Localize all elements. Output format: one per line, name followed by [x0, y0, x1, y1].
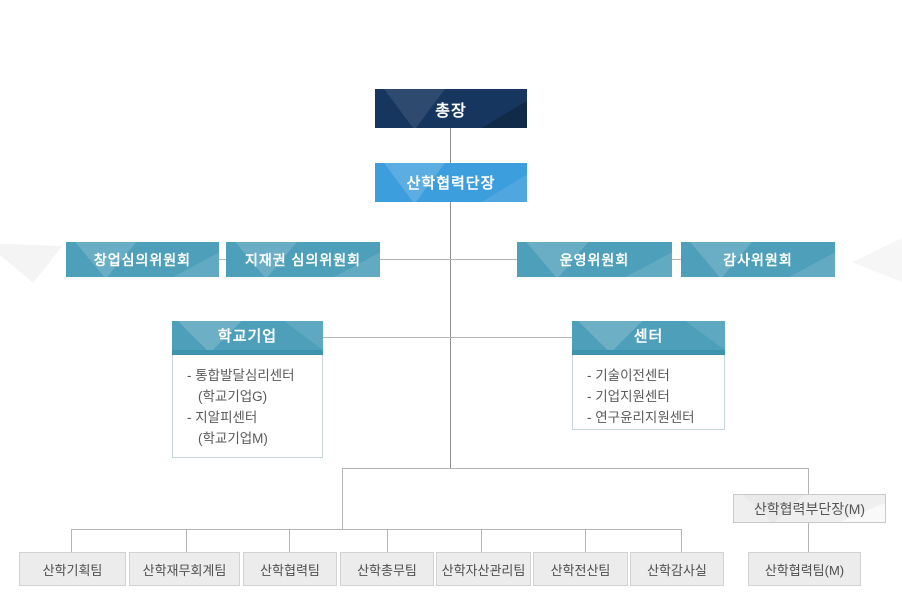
list-item: - 연구윤리지원센터 [587, 410, 695, 425]
committee-label: 운영위원회 [559, 251, 630, 268]
school-enterprise-group: 학교기업 - 통합발달심리센터 (학교기업G) - 지알피센터 (학교기업M) [172, 321, 323, 458]
header-accent-strip [572, 350, 725, 355]
team-box-it: 산학전산팀 [533, 552, 628, 586]
connector-line [808, 468, 809, 494]
connector-line [342, 468, 343, 529]
team-label: 산학총무팀 [357, 562, 417, 578]
vice-team-box: 산학협력팀(M) [748, 552, 861, 586]
school-enterprise-header: 학교기업 [172, 321, 323, 350]
center-list: - 기술이전센터 - 기업지원센터 - 연구윤리지원센터 [572, 355, 725, 430]
team-label: 산학감사실 [647, 562, 707, 578]
team-box-finance: 산학재무회계팀 [129, 552, 240, 586]
committee-label: 창업심의위원회 [93, 251, 192, 268]
chancellor-label: 총장 [435, 102, 467, 120]
team-label: 산학재무회계팀 [142, 562, 227, 578]
list-item: - 지알피센터 [187, 410, 258, 425]
connector-line [323, 337, 572, 338]
chancellor-box: 총장 [375, 89, 527, 128]
connector-line [450, 202, 451, 468]
connector-line [450, 128, 451, 163]
connector-line [481, 529, 482, 552]
list-item: - 기업지원센터 [587, 389, 670, 404]
connector-line [219, 259, 681, 260]
vice-director-box: 산학협력부단장(M) [733, 494, 886, 523]
center-group: 센터 - 기술이전센터 - 기업지원센터 - 연구윤리지원센터 [572, 321, 725, 430]
committee-box-ip: 지재권 심의위원회 [226, 242, 380, 277]
center-header: 센터 [572, 321, 725, 350]
connector-line [585, 529, 586, 552]
committee-label: 지재권 심의위원회 [245, 251, 361, 268]
committee-label: 감사위원회 [723, 251, 793, 268]
team-label: 산학기획팀 [42, 562, 103, 578]
background-triangle-left [0, 243, 62, 283]
connector-line [808, 523, 809, 552]
team-box-general-affairs: 산학총무팀 [340, 552, 434, 586]
team-label: 산학협력팀 [260, 562, 320, 578]
connector-line [186, 529, 187, 552]
connector-line [71, 529, 681, 530]
connector-line [681, 529, 682, 552]
team-label: 산학자산관리팀 [441, 562, 526, 578]
center-title: 센터 [633, 328, 664, 345]
list-item: (학교기업G) [198, 389, 268, 404]
director-box: 산학협력단장 [375, 163, 527, 202]
director-label: 산학협력단장 [406, 175, 496, 192]
header-accent-strip [172, 350, 323, 355]
connector-line [289, 529, 290, 552]
team-box-audit-office: 산학감사실 [630, 552, 724, 586]
vice-team-label: 산학협력팀(M) [764, 562, 845, 578]
committee-box-audit: 감사위원회 [681, 242, 835, 277]
team-box-asset-management: 산학자산관리팀 [436, 552, 531, 586]
school-enterprise-title: 학교기업 [217, 328, 278, 345]
vice-director-label: 산학협력부단장(M) [753, 500, 866, 517]
committee-box-startup: 창업심의위원회 [66, 242, 219, 277]
school-enterprise-list: - 통합발달심리센터 (학교기업G) - 지알피센터 (학교기업M) [172, 355, 323, 458]
connector-line [387, 529, 388, 552]
list-item: - 통합발달심리센터 [187, 368, 295, 383]
committee-box-steering: 운영위원회 [517, 242, 672, 277]
team-box-planning: 산학기획팀 [19, 552, 126, 586]
background-triangle-right [852, 238, 902, 282]
team-label: 산학전산팀 [550, 562, 611, 578]
list-item: (학교기업M) [198, 431, 268, 446]
team-box-cooperation: 산학협력팀 [243, 552, 337, 586]
list-item: - 기술이전센터 [587, 368, 670, 383]
connector-line [71, 529, 72, 552]
connector-line [342, 468, 808, 469]
